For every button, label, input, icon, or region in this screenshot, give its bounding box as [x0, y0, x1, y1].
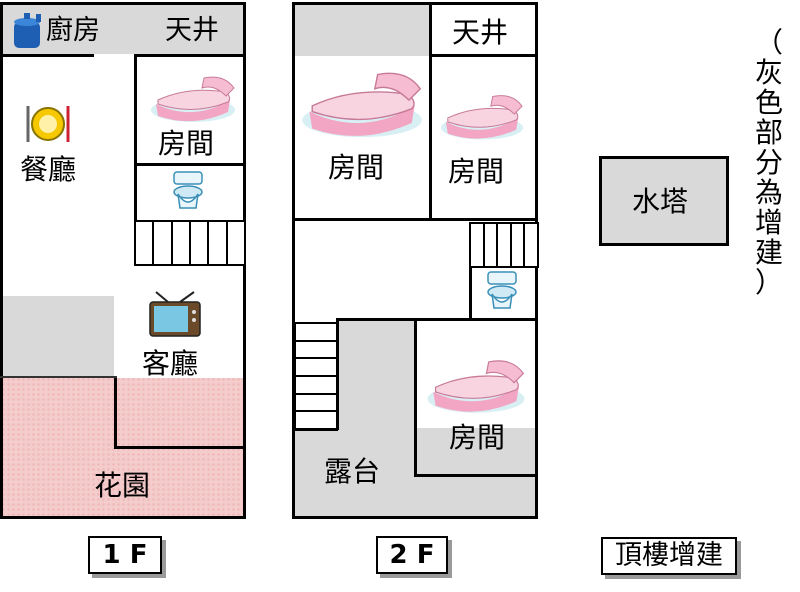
kitchen-label: 廚房 — [46, 15, 100, 46]
legend-char: ） — [754, 266, 783, 299]
legend-char: （ — [754, 26, 783, 59]
floor1-kitchen-area — [2, 4, 244, 54]
toilet-icon — [173, 171, 203, 209]
legend-note: （ 灰 色 部 分 為 增 建 ） — [752, 28, 786, 298]
garden-label: 花園 — [94, 469, 151, 502]
bed-icon — [440, 95, 524, 140]
legend-char: 灰 — [754, 56, 783, 89]
floor1-tag: 1 F — [88, 536, 162, 574]
wall — [414, 318, 417, 476]
floor2-skylight-label: 天井 — [452, 16, 509, 49]
wall — [0, 2, 3, 519]
wall — [292, 2, 295, 519]
dining-room-label: 餐廳 — [20, 153, 77, 186]
floor2-plan: 天井 房間 房間 房間 露台 — [292, 2, 539, 519]
bed-icon — [427, 360, 525, 413]
wall — [292, 2, 538, 5]
dining-plate-icon — [26, 106, 70, 142]
wall — [134, 163, 246, 166]
terrace-area-upper — [338, 320, 416, 430]
wall — [114, 376, 117, 448]
floor2-stairs-upper — [469, 222, 539, 268]
wall — [114, 446, 246, 449]
wall — [0, 516, 246, 519]
bed-icon — [302, 72, 422, 138]
garden-area-upper — [2, 378, 114, 448]
floor1-addition-area — [2, 296, 114, 376]
cooking-pot-icon — [14, 13, 41, 48]
wall — [0, 2, 246, 5]
legend-char: 色 — [754, 86, 783, 119]
water-tower: 水塔 — [599, 156, 729, 246]
floor2-tag: 2 F — [376, 536, 448, 574]
wall — [0, 54, 94, 57]
wall — [469, 266, 472, 320]
floor1-plan: 廚房 天井 餐廳 房間 客廳 花園 — [0, 0, 250, 522]
wall — [134, 54, 246, 57]
floor1-stairs — [134, 220, 246, 266]
legend-char: 增 — [754, 206, 783, 239]
wall — [134, 54, 137, 266]
legend-char: 建 — [754, 236, 783, 269]
floor2-room-lower-label: 房間 — [449, 421, 506, 454]
legend-char: 分 — [754, 146, 783, 179]
wall — [0, 376, 117, 378]
toilet-icon — [487, 271, 517, 309]
wall — [292, 218, 538, 221]
floor1-room-label: 房間 — [158, 127, 215, 160]
wall — [429, 2, 432, 220]
living-room-label: 客廳 — [142, 347, 199, 380]
floor2-addition-top — [295, 5, 429, 56]
wall — [414, 474, 538, 477]
floor1-skylight-label: 天井 — [165, 15, 219, 46]
floor2-room-left-label: 房間 — [328, 151, 385, 184]
bed-icon — [151, 76, 235, 122]
legend-char: 為 — [754, 176, 783, 209]
wall — [429, 54, 537, 57]
terrace-label: 露台 — [324, 455, 381, 488]
roof-tag: 頂樓增建 — [601, 537, 737, 575]
floor2-room-right-label: 房間 — [448, 155, 505, 188]
television-icon — [149, 291, 201, 337]
wall — [338, 318, 538, 321]
legend-char: 部 — [754, 116, 783, 149]
floor2-stairs-lower — [294, 322, 338, 430]
water-tower-label: 水塔 — [632, 185, 689, 218]
wall — [292, 516, 538, 519]
